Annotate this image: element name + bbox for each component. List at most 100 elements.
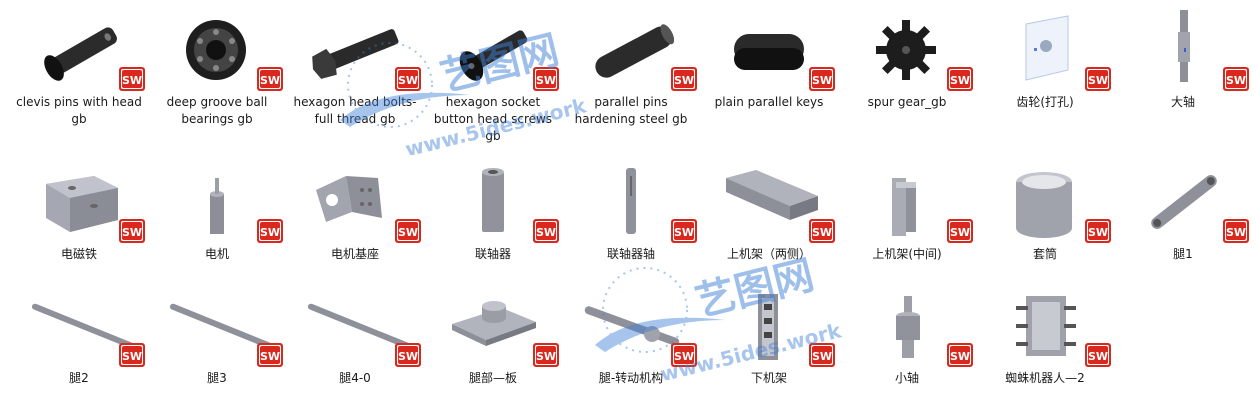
file-name[interactable]: 小轴 xyxy=(894,371,919,385)
file-name[interactable]: 上机架（两侧） xyxy=(726,247,811,261)
parallel-key-icon xyxy=(734,34,804,70)
file-thumbnail[interactable]: SW xyxy=(976,160,1114,243)
file-item[interactable]: SW 上机架（两侧） xyxy=(700,160,838,263)
file-item[interactable]: SW 下机架 xyxy=(700,284,838,387)
file-name[interactable]: 电机 xyxy=(204,247,229,261)
solidworks-badge-text: SW xyxy=(674,226,694,239)
file-name[interactable]: 腿2 xyxy=(69,371,89,385)
leg-icon xyxy=(1151,175,1217,229)
solidworks-badge-text: SW xyxy=(260,226,280,239)
file-thumbnail[interactable]: SW xyxy=(700,8,838,91)
file-item[interactable]: SW clevis pins with head gb xyxy=(10,8,148,128)
solidworks-badge-icon: SW xyxy=(395,219,421,243)
solidworks-badge-text: SW xyxy=(398,74,418,87)
file-item[interactable]: SW 上机架(中间) xyxy=(838,160,976,263)
file-thumbnail[interactable]: SW xyxy=(286,8,424,91)
file-name[interactable]: spur gear_gb xyxy=(867,95,947,109)
file-thumbnail[interactable]: SW xyxy=(424,8,562,91)
file-thumbnail[interactable]: SW xyxy=(286,160,424,243)
solidworks-badge-icon: SW xyxy=(257,67,283,91)
file-item[interactable]: SW hexagon socket button head screws gb xyxy=(424,8,562,145)
file-thumbnail[interactable]: SW xyxy=(148,284,286,367)
file-name[interactable]: 腿4-0 xyxy=(339,371,371,385)
file-item[interactable]: SW 腿4-0 xyxy=(286,284,424,387)
file-name[interactable]: 套筒 xyxy=(1032,247,1057,261)
leg-plate-icon xyxy=(452,301,536,346)
file-item[interactable]: SW 腿2 xyxy=(10,284,148,387)
file-item[interactable]: SW 腿1 xyxy=(1114,160,1252,263)
file-name[interactable]: deep groove ball bearings gb xyxy=(166,95,268,126)
file-thumbnail[interactable]: SW xyxy=(10,284,148,367)
file-item[interactable]: SW 腿-转动机构 xyxy=(562,284,700,387)
solidworks-badge-icon: SW xyxy=(809,67,835,91)
file-thumbnail[interactable]: SW xyxy=(562,160,700,243)
file-item[interactable]: SW 腿3 xyxy=(148,284,286,387)
file-item[interactable]: SW deep groove ball bearings gb xyxy=(148,8,286,128)
file-name[interactable]: 腿3 xyxy=(207,371,227,385)
file-name[interactable]: 联轴器 xyxy=(474,247,511,261)
file-name[interactable]: 上机架(中间) xyxy=(872,247,942,261)
lower-frame-icon xyxy=(758,294,778,360)
file-name[interactable]: 电磁铁 xyxy=(60,247,97,261)
file-item[interactable]: SW 联轴器 xyxy=(424,160,562,263)
file-name[interactable]: plain parallel keys xyxy=(714,95,824,109)
file-item[interactable]: SW 电磁铁 xyxy=(10,160,148,263)
file-item[interactable]: SW 电机 xyxy=(148,160,286,263)
file-thumbnail[interactable]: SW xyxy=(148,160,286,243)
sleeve-icon xyxy=(1016,172,1072,238)
file-item[interactable]: SW 套筒 xyxy=(976,160,1114,263)
file-thumbnail[interactable]: SW xyxy=(976,284,1114,367)
file-name[interactable]: clevis pins with head gb xyxy=(16,95,142,126)
file-thumbnail[interactable]: SW xyxy=(838,284,976,367)
file-item[interactable]: SW 电机基座 xyxy=(286,160,424,263)
file-thumbnail[interactable]: SW xyxy=(700,160,838,243)
file-item[interactable]: SW hexagon head bolts-full thread gb xyxy=(286,8,424,128)
file-name[interactable]: 蜘蛛机器人—2 xyxy=(1005,371,1085,385)
file-name[interactable]: 联轴器轴 xyxy=(606,247,655,261)
solidworks-badge-text: SW xyxy=(950,74,970,87)
solidworks-badge-text: SW xyxy=(536,74,556,87)
file-name[interactable]: hexagon head bolts-full thread gb xyxy=(293,95,417,126)
file-item[interactable]: SW 联轴器轴 xyxy=(562,160,700,263)
leg-rod-icon xyxy=(31,303,135,349)
solidworks-badge-icon: SW xyxy=(533,343,559,367)
file-item[interactable]: SW parallel pins hardening steel gb xyxy=(562,8,700,128)
file-name[interactable]: 腿-转动机构 xyxy=(598,371,664,385)
file-thumbnail[interactable]: SW xyxy=(424,160,562,243)
solidworks-badge-text: SW xyxy=(1088,350,1108,363)
file-item[interactable]: SW 小轴 xyxy=(838,284,976,387)
file-name[interactable]: 腿部—板 xyxy=(468,371,517,385)
file-thumbnail[interactable]: SW xyxy=(562,8,700,91)
file-thumbnail[interactable]: SW xyxy=(148,8,286,91)
file-name[interactable]: 下机架 xyxy=(750,371,787,385)
hex-bolt-icon xyxy=(312,29,399,79)
file-thumbnail[interactable]: SW xyxy=(838,160,976,243)
file-name[interactable]: 腿1 xyxy=(1173,247,1193,261)
file-thumbnail[interactable]: SW xyxy=(976,8,1114,91)
file-thumbnail[interactable]: SW xyxy=(286,284,424,367)
electromagnet-icon xyxy=(46,176,118,232)
solidworks-badge-icon: SW xyxy=(119,219,145,243)
file-name[interactable]: 电机基座 xyxy=(330,247,379,261)
file-thumbnail[interactable]: SW xyxy=(700,284,838,367)
gear-sketch-icon xyxy=(1025,15,1069,81)
file-name[interactable]: 大轴 xyxy=(1170,95,1195,109)
file-thumbnail[interactable]: SW xyxy=(10,8,148,91)
file-thumbnail[interactable]: SW xyxy=(562,284,700,367)
file-name[interactable]: hexagon socket button head screws gb xyxy=(433,95,553,143)
file-name[interactable]: 齿轮(打孔) xyxy=(1016,95,1074,109)
file-item[interactable]: SW plain parallel keys xyxy=(700,8,838,111)
file-thumbnail[interactable]: SW xyxy=(424,284,562,367)
file-item[interactable]: SW 腿部—板 xyxy=(424,284,562,387)
file-thumbnail[interactable]: SW xyxy=(1114,8,1252,91)
file-item[interactable]: SW 齿轮(打孔) xyxy=(976,8,1114,111)
file-item[interactable]: SW 大轴 xyxy=(1114,8,1252,111)
file-thumbnail[interactable]: SW xyxy=(838,8,976,91)
file-thumbnail[interactable]: SW xyxy=(10,160,148,243)
file-name[interactable]: parallel pins hardening steel gb xyxy=(574,95,688,126)
file-thumbnail[interactable]: SW xyxy=(1114,160,1252,243)
coupling-icon xyxy=(482,168,504,232)
solidworks-badge-icon: SW xyxy=(671,219,697,243)
